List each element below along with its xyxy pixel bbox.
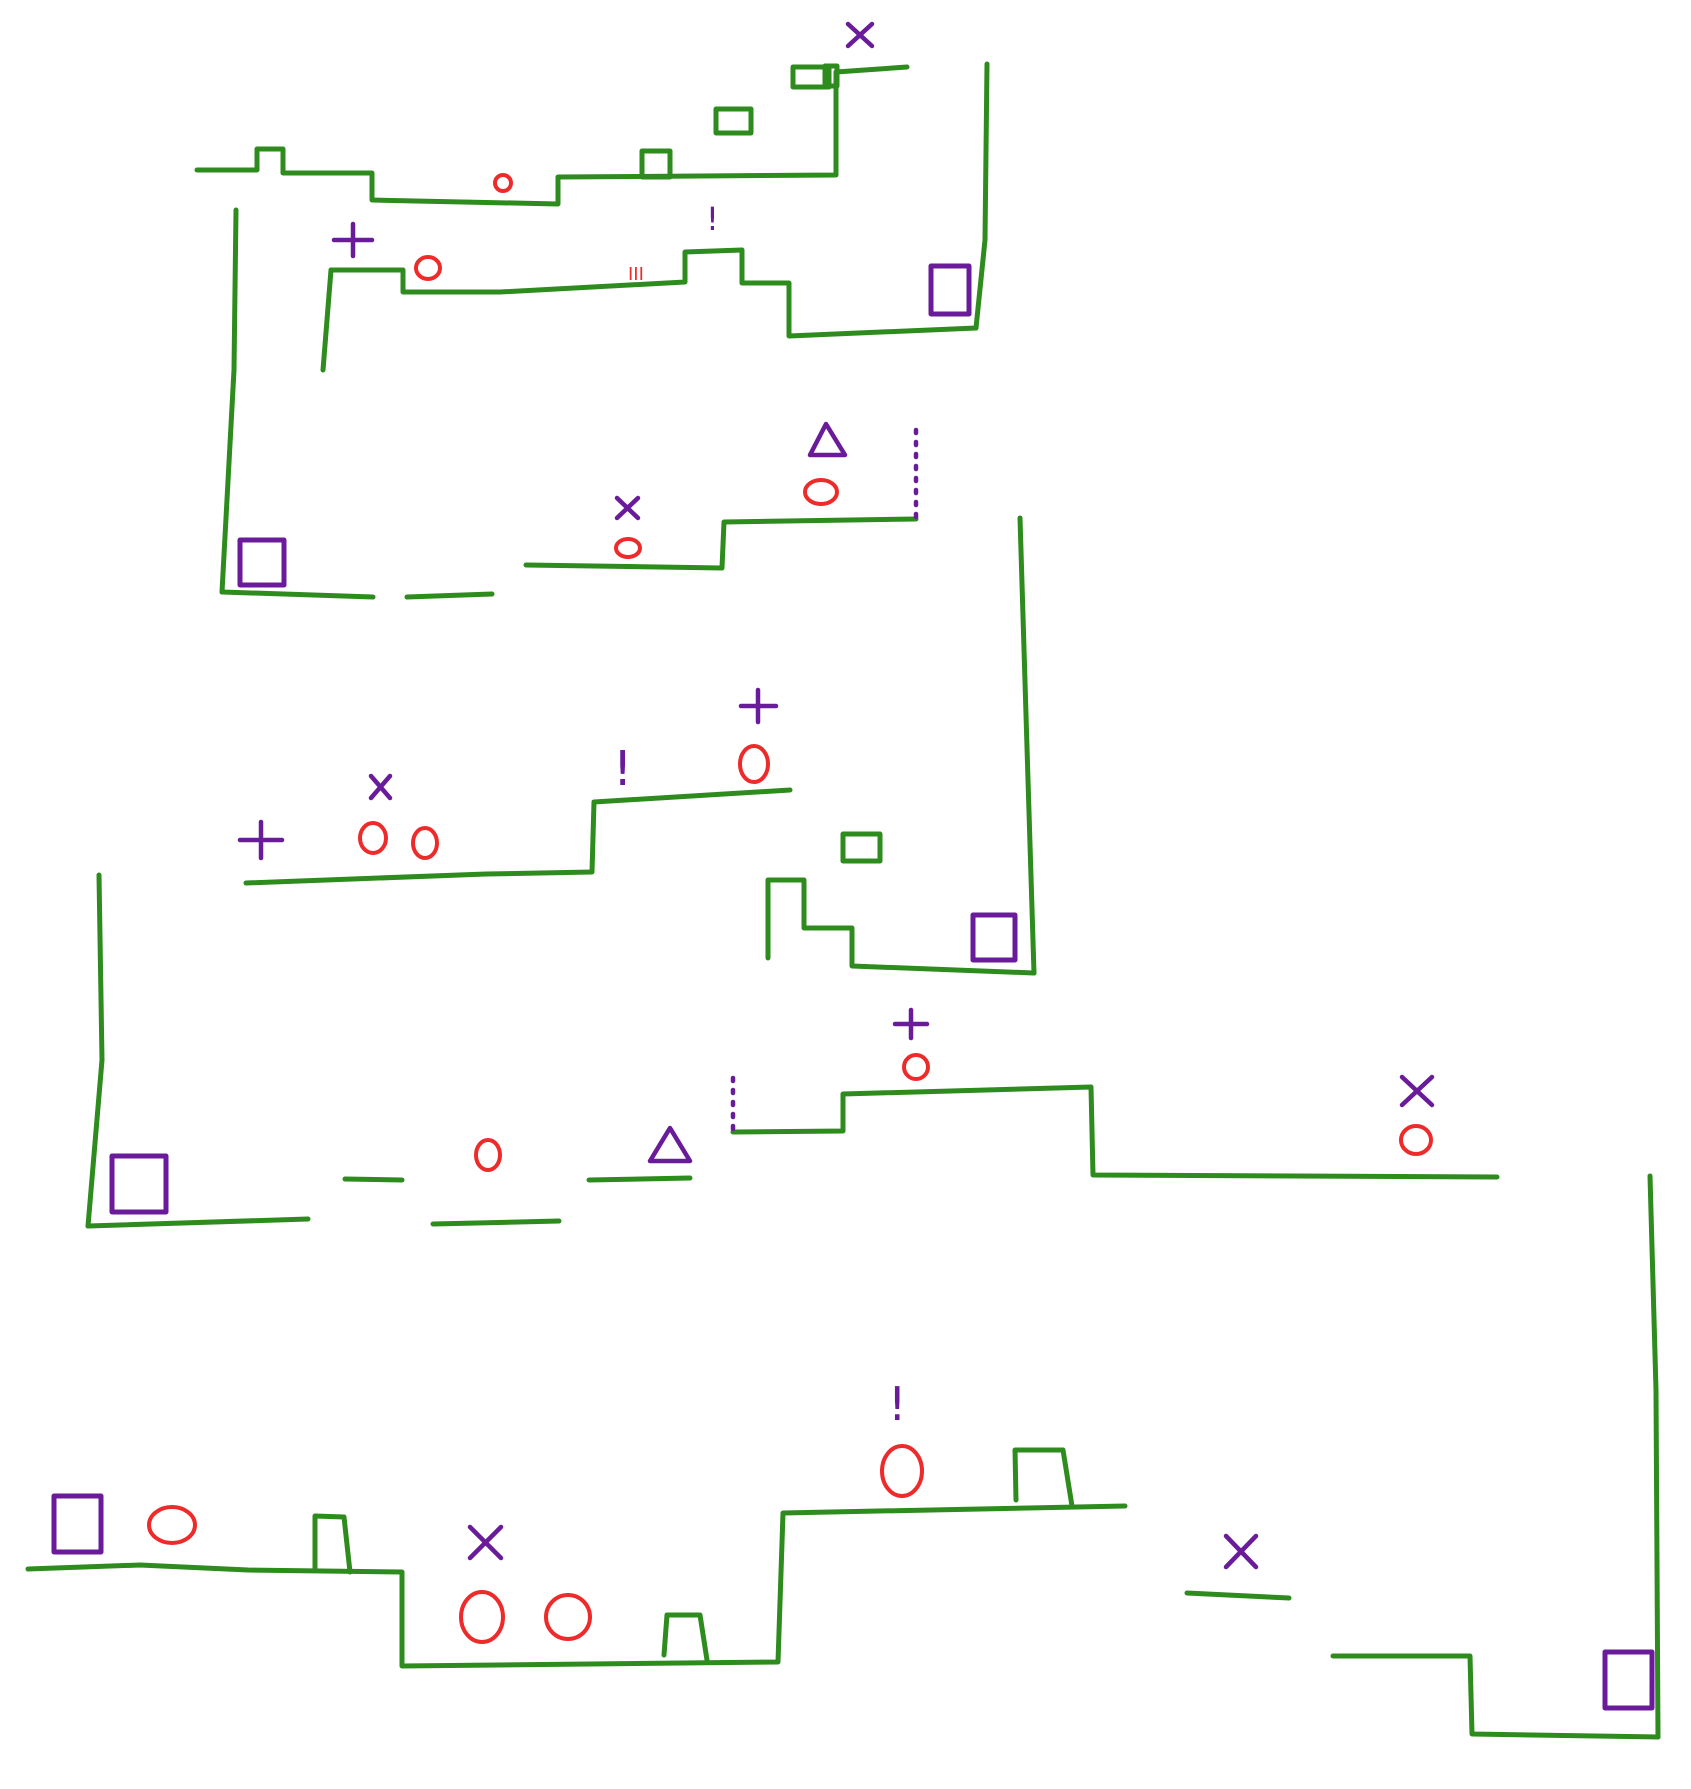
coin [902, 1053, 930, 1081]
ground-path [25, 1503, 1128, 1669]
triangle-marker [807, 421, 848, 458]
triangle-marker [647, 1125, 693, 1164]
coin [414, 255, 442, 281]
floating-platform [342, 1176, 405, 1183]
floating-platform [404, 591, 495, 600]
floating-platform [1184, 1590, 1292, 1601]
right-wall [1017, 515, 1037, 976]
floating-block [713, 106, 754, 136]
x-marker [1223, 1533, 1259, 1570]
coin [459, 1590, 505, 1644]
right-wall [973, 61, 990, 331]
coin [880, 1444, 924, 1498]
floating-block [790, 64, 832, 90]
x-marker [1399, 1074, 1435, 1108]
exclaim-marker: ! [888, 1377, 906, 1431]
triple-bars-mark: III [628, 264, 644, 285]
floating-block [822, 63, 840, 89]
x-marker [614, 495, 641, 521]
coin [738, 744, 770, 784]
goal-box [109, 1153, 169, 1215]
exclaim-marker: ! [613, 741, 632, 797]
coin [544, 1593, 592, 1641]
goal-box [928, 263, 972, 317]
section-2 [219, 421, 919, 600]
goal-box [1602, 1649, 1655, 1711]
goal-box [51, 1493, 104, 1555]
plus-marker [237, 819, 285, 861]
floating-block [639, 148, 673, 180]
coin [358, 821, 388, 855]
ground-path [194, 64, 910, 207]
ground-path [523, 516, 919, 571]
section-5: ! [25, 1173, 1661, 1740]
coin [614, 537, 642, 559]
floating-block [840, 831, 883, 864]
ground-path [85, 1216, 311, 1229]
exclaim-marker: ! [706, 200, 719, 238]
right-wall [1647, 1173, 1661, 1740]
floating-platform [586, 1175, 693, 1183]
x-marker [845, 21, 875, 49]
left-wall [85, 872, 105, 1229]
stair-path [765, 877, 1037, 976]
coin [474, 1138, 502, 1172]
pipe [661, 1612, 710, 1663]
section-3: ! [237, 515, 1037, 976]
ground-path [730, 1084, 1500, 1180]
plus-marker [738, 687, 779, 725]
plus-marker [892, 1007, 930, 1041]
section-4 [85, 872, 1500, 1229]
coin [1399, 1124, 1433, 1156]
coin [411, 826, 439, 860]
floating-platform [430, 1218, 562, 1227]
left-wall [219, 207, 239, 595]
ground-path [1330, 1653, 1661, 1740]
coin [493, 173, 513, 193]
pipe [1012, 1447, 1075, 1509]
lower-ledge-path [320, 247, 979, 373]
x-marker [467, 1524, 504, 1561]
goal-box [970, 912, 1018, 963]
ground-path [219, 589, 376, 600]
coin [147, 1505, 197, 1545]
ground-path [243, 787, 793, 886]
section-1: III ! [194, 21, 990, 595]
pipe [312, 1513, 353, 1575]
coin [803, 478, 839, 506]
plus-marker [331, 221, 375, 259]
goal-box [237, 537, 287, 588]
x-marker [368, 773, 393, 801]
